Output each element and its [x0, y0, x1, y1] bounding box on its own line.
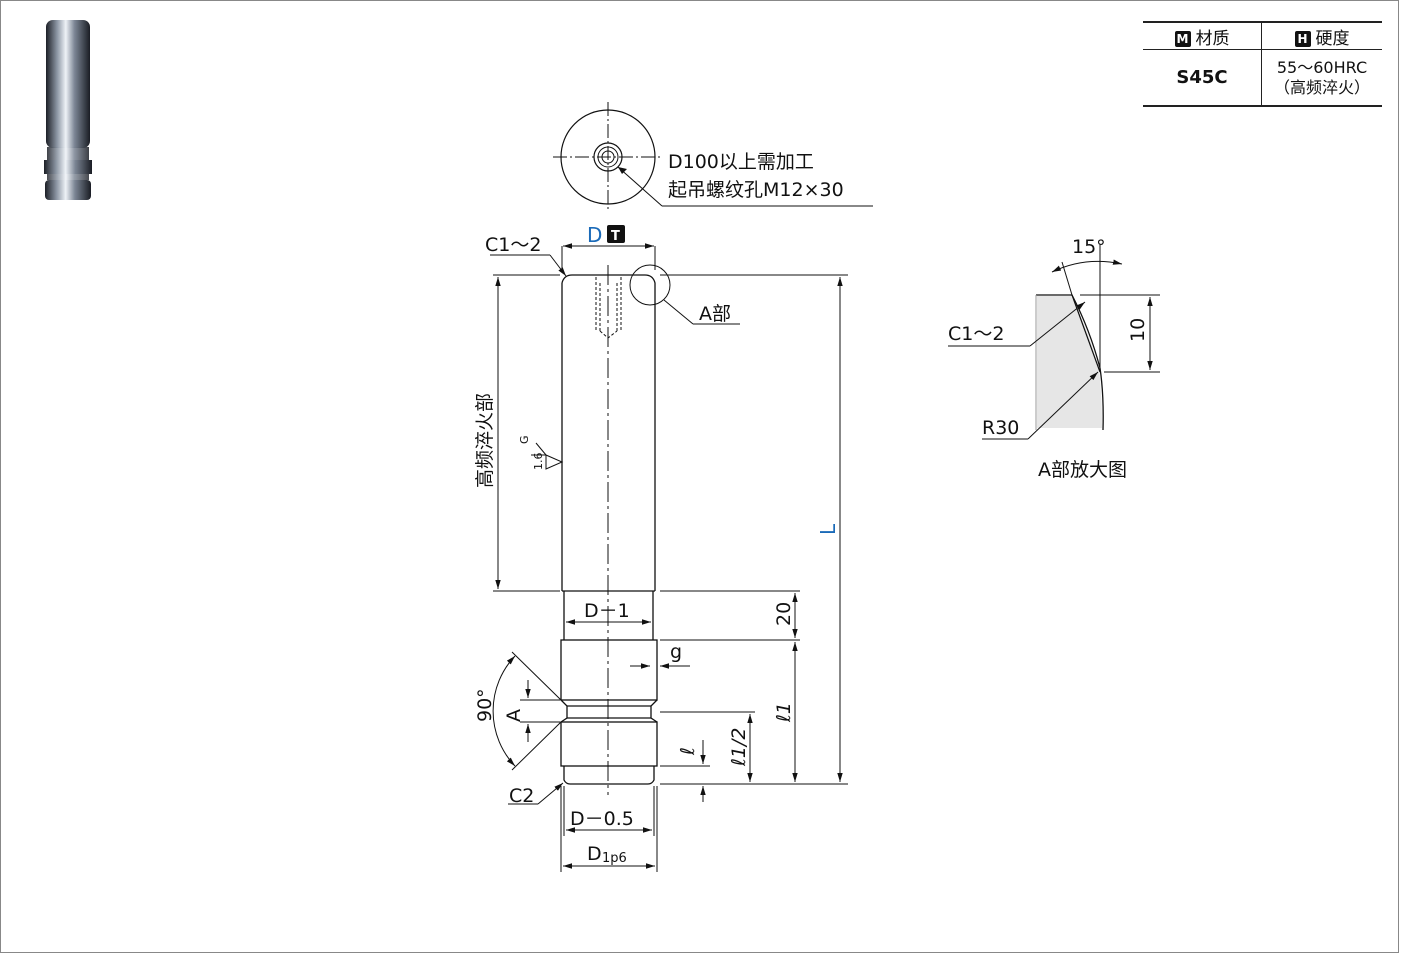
a-part-circle — [629, 264, 671, 306]
dim-20-label: 20 — [773, 602, 795, 626]
chamfer-top-label: C1～2 — [485, 234, 541, 256]
detail-chamfer-label: C1～2 — [948, 323, 1004, 345]
dim-d1-sub: 1p6 — [602, 851, 627, 866]
hardness-badge: H — [1294, 30, 1311, 47]
dim-l-label: L — [816, 523, 840, 535]
detail-angle-label: 15° — [1072, 236, 1106, 258]
roughness-label: 1.6 — [532, 453, 545, 471]
dim-a-label: A — [503, 709, 525, 722]
material-header: 材质 — [1195, 28, 1230, 49]
dim-d-badge: T — [611, 229, 620, 244]
dim-d-badge-bg — [607, 225, 625, 243]
hardened-zone-label: 高频淬火部 — [474, 393, 496, 488]
surface-g-label: G — [518, 435, 531, 444]
a-part-label: A部 — [699, 303, 731, 325]
material-badge: M — [1174, 30, 1191, 47]
dim-l-label-small: ℓ — [677, 747, 699, 756]
pin-side-view — [560, 274, 658, 785]
top-view — [553, 102, 873, 212]
material-value: S45C — [1143, 49, 1262, 107]
detail-a-view — [948, 245, 1160, 440]
dim-l1-half-label: ℓ1/2 — [728, 728, 750, 767]
dim-l1-label: ℓ1 — [773, 702, 795, 723]
top-note-line1: D100以上需加工 — [668, 151, 814, 173]
dim-d-minus-1-label: D－1 — [584, 600, 630, 622]
hardness-value-2: （高频淬火） — [1273, 77, 1370, 97]
product-photo — [44, 20, 92, 200]
dim-d-label: D — [587, 223, 602, 247]
detail-10-label: 10 — [1127, 318, 1149, 342]
angle-90-label: 90° — [474, 688, 496, 722]
hardness-value-cell: 55～60HRC （高频淬火） — [1261, 49, 1382, 107]
dim-d-minus-05-label: D－0.5 — [570, 808, 634, 830]
top-note-line2: 起吊螺纹孔M12×30 — [668, 179, 844, 201]
hardness-header: 硬度 — [1315, 28, 1350, 49]
dim-d1-label: D — [587, 843, 602, 865]
dim-g-label: g — [670, 641, 682, 663]
detail-r30-label: R30 — [982, 417, 1019, 439]
chamfer-c2-label: C2 — [509, 785, 534, 807]
detail-title: A部放大图 — [1038, 459, 1127, 481]
hardness-value-1: 55～60HRC — [1276, 57, 1368, 77]
